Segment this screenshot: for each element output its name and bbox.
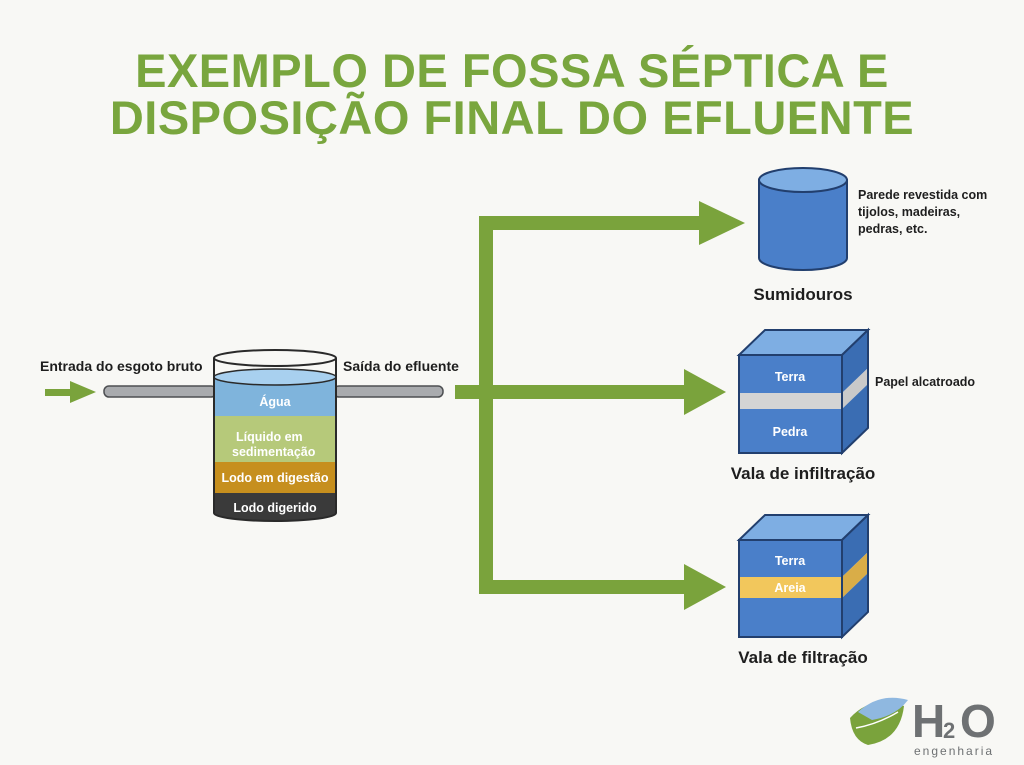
- arrow-head-bottom: [684, 564, 726, 610]
- sumidouro-label: Sumidouros: [753, 285, 852, 304]
- filtration-cube: [736, 512, 871, 640]
- layer-label-sediment-2: sedimentação: [232, 445, 316, 459]
- layer-label-digesting: Lodo em digestão: [222, 471, 329, 485]
- filtration-middle-layer: Areia: [774, 581, 806, 595]
- cube2-front-terra: [739, 540, 842, 577]
- inlet-arrow-shaft: [45, 389, 71, 396]
- filtration-top-layer: Terra: [775, 554, 806, 568]
- septic-tank: [213, 349, 337, 522]
- title-line-1: EXEMPLO DE FOSSA SÉPTICA E: [135, 44, 889, 97]
- layer-digested-sludge: [214, 493, 336, 521]
- logo-mark-h: H: [912, 695, 945, 747]
- layer-label-digested: Lodo digerido: [233, 501, 317, 515]
- cube1-front-terra: [739, 355, 842, 393]
- inlet-arrow-head: [70, 381, 96, 403]
- layer-label-sediment-1: Líquido em: [236, 430, 303, 444]
- logo-tagline: engenharia: [914, 744, 994, 758]
- flow-arrows: [45, 201, 745, 610]
- leaf-drop-icon: [850, 697, 908, 745]
- cube2-right-lower: [842, 573, 868, 637]
- cube2-right-sand: [842, 552, 868, 598]
- cube1-right-paper: [842, 368, 868, 409]
- arrow-head-top: [699, 201, 745, 245]
- vertical-trunk: [479, 216, 493, 594]
- logo-mark-o: O: [960, 695, 996, 747]
- sumidouro-note-3: pedras, etc.: [858, 222, 927, 236]
- cube1-front-pedra: [739, 409, 842, 453]
- cube2-right-upper: [842, 515, 868, 577]
- tank-rim: [213, 349, 337, 367]
- logo-mark-sub: 2: [943, 718, 955, 743]
- h2o-logo: H 2 O engenharia: [850, 695, 996, 758]
- outlet-label: Saída do efluente: [343, 358, 459, 374]
- layer-sedimentation: [214, 416, 336, 462]
- title-line-2: DISPOSIÇÃO FINAL DO EFLUENTE: [109, 91, 915, 144]
- sumidouro-cylinder: [758, 167, 848, 271]
- infiltration-label: Vala de infiltração: [731, 464, 876, 483]
- layer-digesting-sludge: [214, 462, 336, 493]
- water-surface: [213, 368, 337, 386]
- cube2-front-bottom: [739, 598, 842, 637]
- branch-top: [479, 216, 699, 230]
- branch-bottom: [479, 580, 684, 594]
- sumidouro-note-2: tijolos, madeiras,: [858, 205, 960, 219]
- arrow-head-middle: [684, 369, 726, 415]
- infiltration-bottom-layer: Pedra: [773, 425, 809, 439]
- cylinder-body: [758, 179, 848, 271]
- cube2-front-outline: [738, 539, 843, 638]
- cube1-front-outline: [738, 354, 843, 454]
- inlet-label: Entrada do esgoto bruto: [40, 358, 203, 374]
- cube1-front-paper: [739, 393, 842, 409]
- cube1-right-lower: [842, 384, 868, 453]
- outlet-pipe: [333, 385, 444, 398]
- cube1-right-upper: [842, 330, 868, 393]
- infiltration-note: Papel alcatroado: [875, 375, 975, 389]
- inlet-pipe: [103, 385, 217, 398]
- branch-middle: [479, 385, 684, 399]
- tank-base: [213, 512, 337, 522]
- cube2-front-areia: [739, 577, 842, 598]
- sumidouro-note-1: Parede revestida com: [858, 188, 987, 202]
- layer-label-water: Água: [259, 394, 291, 409]
- infiltration-cube: [736, 327, 871, 456]
- cylinder-top: [758, 167, 848, 193]
- filtration-label: Vala de filtração: [738, 648, 867, 667]
- infiltration-top-layer: Terra: [775, 370, 806, 384]
